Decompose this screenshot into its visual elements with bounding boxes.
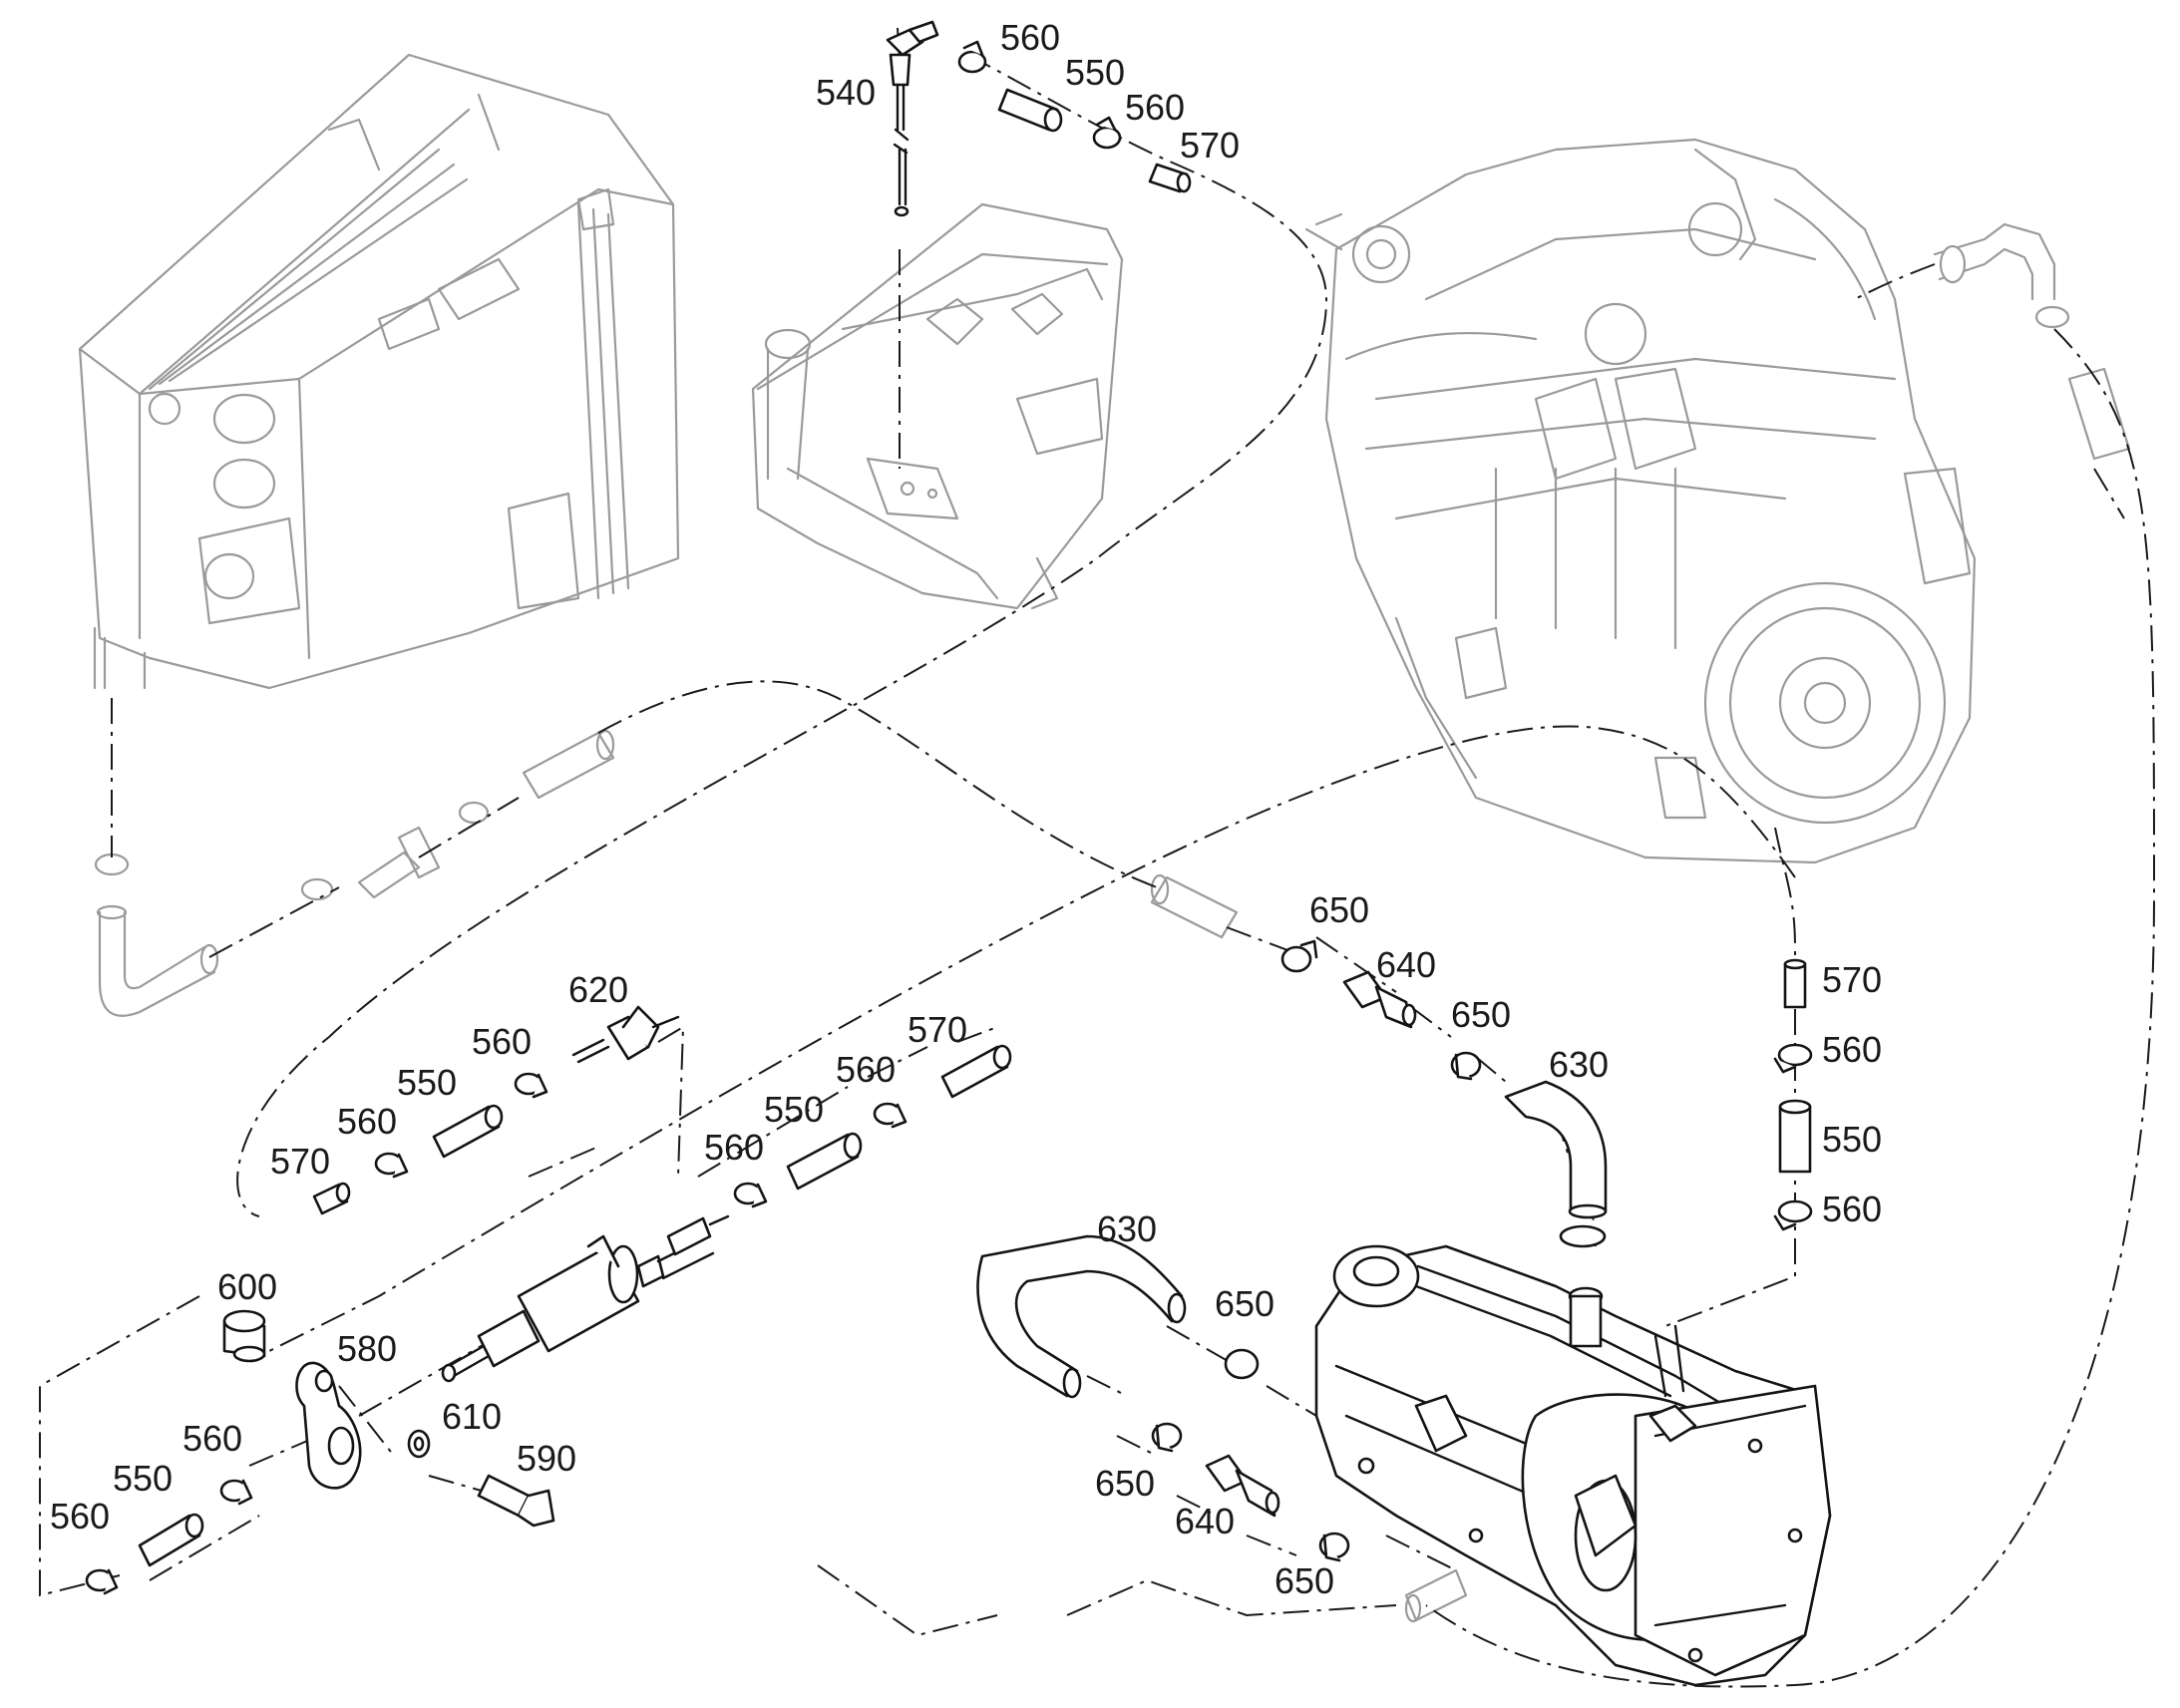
part-560-clamp-center-2 (733, 1182, 768, 1208)
part-570-hose-top (1148, 163, 1192, 193)
callout-560: 560 (182, 1418, 242, 1459)
part-550-hose-center (786, 1132, 863, 1191)
part-coolant-heater (1314, 1244, 1832, 1687)
part-550-hose-right (1778, 1099, 1812, 1174)
callout-650: 650 (1309, 889, 1369, 930)
callout-560: 560 (50, 1496, 110, 1537)
part-560-clamp-right-1 (1773, 1043, 1813, 1074)
callout-560: 560 (1125, 87, 1185, 128)
callout-600: 600 (217, 1266, 277, 1307)
engine-ghost (1304, 138, 1977, 864)
callout-labels: 540 560 550 560 570 650 640 650 630 620 … (50, 17, 1882, 1601)
callout-550: 550 (764, 1089, 824, 1130)
callout-570: 570 (1180, 125, 1240, 166)
callout-560: 560 (1822, 1189, 1882, 1229)
part-560-clamp-right-2 (1773, 1199, 1813, 1231)
callout-560: 560 (836, 1049, 896, 1090)
callout-570: 570 (1822, 959, 1882, 1000)
callout-550: 550 (1065, 52, 1125, 93)
part-560-clamp-low-2 (85, 1568, 119, 1595)
callout-550: 550 (397, 1062, 457, 1103)
callout-560: 560 (472, 1021, 532, 1062)
part-560-clamp-low-1 (219, 1479, 253, 1506)
callout-540: 540 (816, 72, 876, 113)
callout-650: 650 (1274, 1560, 1334, 1601)
callout-550: 550 (113, 1458, 173, 1499)
part-550-hose-mid-1 (432, 1104, 504, 1159)
part-650-clamp-lower-1 (1224, 1348, 1260, 1380)
part-650-clamp-lower-2 (1151, 1422, 1183, 1453)
callout-640: 640 (1175, 1501, 1235, 1541)
callout-650: 650 (1095, 1463, 1155, 1504)
part-570-hose-mid-1 (312, 1182, 351, 1215)
part-550-hose-top (997, 88, 1063, 133)
part-650-clamp-upper-2 (1450, 1051, 1482, 1081)
part-650-clamp-lower-3 (1318, 1532, 1350, 1562)
part-640-connector-upper (1342, 970, 1417, 1029)
part-650-clamp-upper-1 (1280, 939, 1318, 973)
part-fuel-pump (441, 1214, 730, 1383)
part-540-fuel-pickup (886, 20, 939, 217)
callout-630: 630 (1549, 1044, 1609, 1085)
callout-640: 640 (1376, 944, 1436, 985)
part-630-hose-lower (976, 1234, 1187, 1399)
callout-560: 560 (1000, 17, 1060, 58)
part-560-clamp-top-2 (1092, 116, 1122, 150)
callout-630: 630 (1097, 1208, 1157, 1249)
part-550-hose-low (138, 1513, 204, 1567)
callout-590: 590 (517, 1438, 576, 1479)
part-610-washer (407, 1429, 431, 1459)
part-630-hose-upper (1504, 1080, 1608, 1248)
callout-570: 570 (270, 1141, 330, 1182)
part-640-connector-lower (1205, 1454, 1280, 1518)
part-560-clamp-mid-1 (514, 1072, 548, 1099)
part-600-bushing (222, 1309, 266, 1363)
parts (85, 20, 1832, 1687)
fuel-tank-frame-ghost (751, 202, 1124, 610)
part-560-clamp-center-1 (873, 1102, 908, 1129)
part-580-p-clamp (295, 1361, 362, 1490)
part-620-check-valve (571, 1005, 680, 1064)
heater-hose-ghost-parts (94, 729, 1468, 1623)
part-590-bolt (477, 1474, 555, 1528)
callout-570: 570 (908, 1009, 967, 1050)
callout-650: 650 (1215, 1283, 1274, 1324)
hvac-unit-ghost (78, 53, 680, 690)
callout-550: 550 (1822, 1119, 1882, 1160)
callout-580: 580 (337, 1328, 397, 1369)
part-570-hose-center (940, 1044, 1012, 1099)
coolant-pipe-ghost (1933, 222, 2131, 461)
callout-560: 560 (337, 1101, 397, 1142)
part-560-clamp-mid-2 (374, 1152, 409, 1179)
callout-650: 650 (1451, 994, 1511, 1035)
callout-560: 560 (1822, 1029, 1882, 1070)
part-560-clamp-top-1 (957, 40, 987, 74)
callout-610: 610 (442, 1396, 502, 1437)
callout-560: 560 (704, 1127, 764, 1168)
callout-620: 620 (568, 969, 628, 1010)
part-570-hose-right (1783, 958, 1807, 1009)
